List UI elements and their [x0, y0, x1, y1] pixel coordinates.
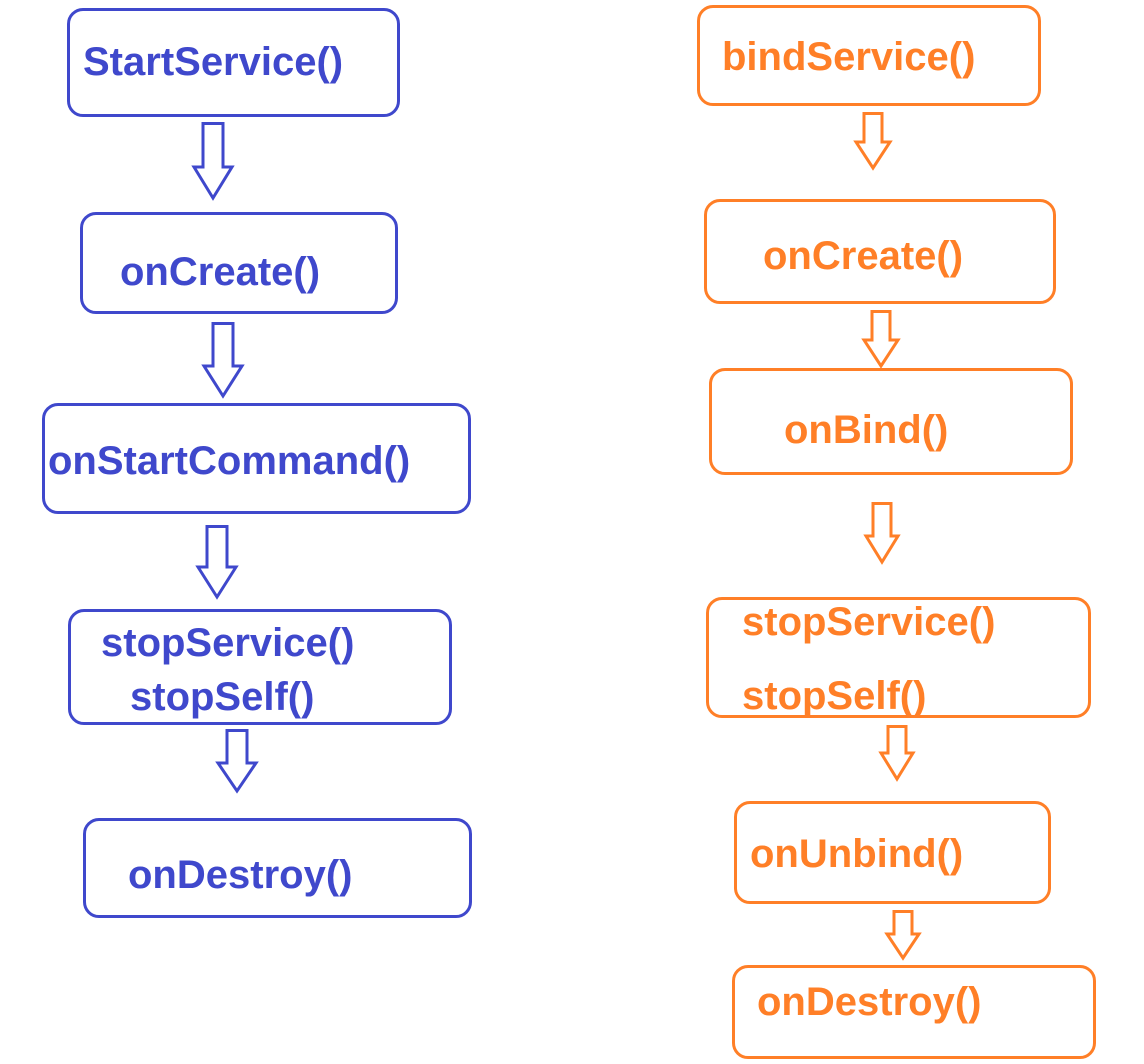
flow-arrow-icon [861, 310, 901, 369]
bind-stop-service-label: stopService() [742, 600, 996, 644]
flow-arrow-icon [191, 122, 235, 201]
on-bind-node [709, 368, 1073, 475]
flow-arrow-icon [853, 112, 893, 171]
on-unbind-label: onUnbind() [750, 832, 964, 876]
flow-arrow-icon [201, 322, 245, 399]
flow-arrow-icon [863, 502, 901, 565]
flow-arrow-icon [215, 729, 259, 794]
bind-stop-self-label: stopSelf() [742, 674, 927, 718]
flow-arrow-icon [878, 725, 916, 782]
stop-service-label: stopService() [101, 621, 355, 665]
start-service-label: StartService() [83, 40, 344, 84]
bind-service-label: bindService() [722, 35, 976, 79]
stop-self-label: stopSelf() [130, 675, 315, 719]
on-start-command-node [42, 403, 471, 514]
bind-on-create-node [704, 199, 1056, 304]
bind-on-destroy-label: onDestroy() [757, 980, 982, 1024]
bind-on-create-label: onCreate() [763, 234, 964, 278]
bind-service-node [697, 5, 1041, 106]
on-destroy-label: onDestroy() [128, 853, 353, 897]
flow-arrow-icon [884, 910, 922, 961]
on-destroy-node [83, 818, 472, 918]
stop-node [68, 609, 452, 725]
bind-on-destroy-node [732, 965, 1096, 1059]
start-service-node [67, 8, 400, 117]
on-bind-label: onBind() [784, 408, 949, 452]
bind-stop-node [706, 597, 1091, 718]
on-unbind-node [734, 801, 1051, 904]
on-create-label: onCreate() [120, 250, 321, 294]
on-start-command-label: onStartCommand() [48, 439, 411, 483]
flow-arrow-icon [195, 525, 239, 600]
on-create-node [80, 212, 398, 314]
